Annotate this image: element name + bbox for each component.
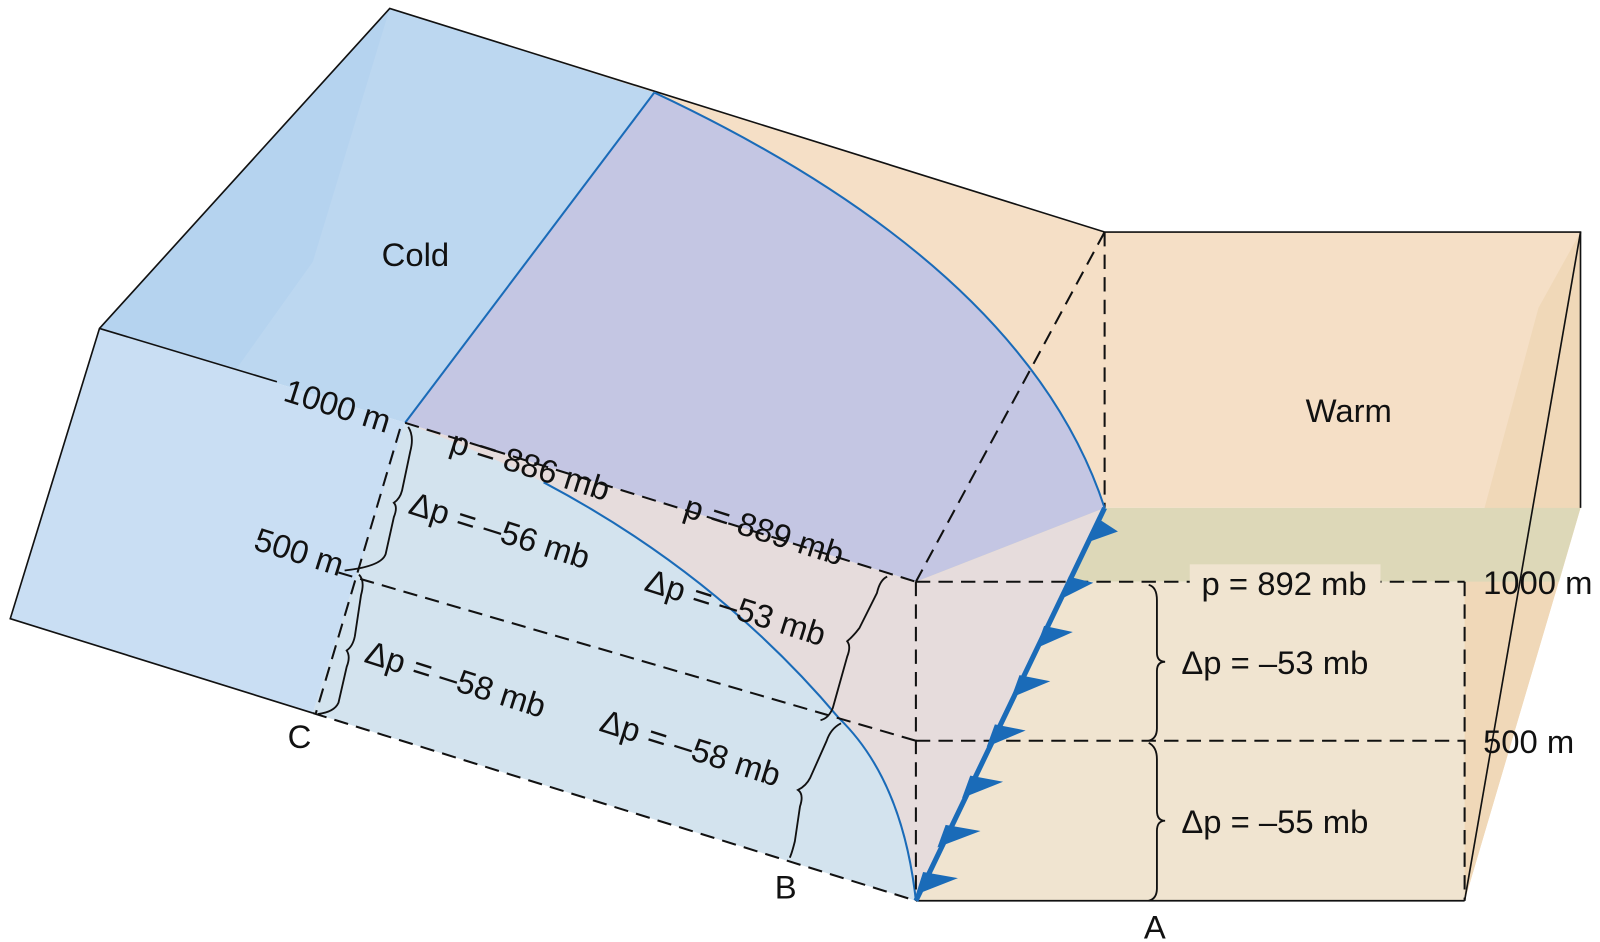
brace [820, 575, 888, 722]
warm-outline [1463, 231, 1582, 901]
cold-label: Cold [382, 236, 449, 273]
outline [99, 327, 278, 383]
point-a-label: A [1144, 909, 1166, 942]
front-curve-top [653, 91, 1106, 509]
front-curve-side [543, 481, 917, 901]
brace [1148, 741, 1166, 902]
brace [1148, 583, 1166, 742]
point-b-label: B [775, 869, 797, 906]
cold-left-face [10, 328, 406, 714]
cold-front-face [312, 422, 916, 901]
dp-a-upper-label: Δp = –53 mb [1181, 644, 1368, 681]
brace [344, 426, 413, 572]
dp-a-lower-label: Δp = –55 mb [1181, 803, 1368, 840]
warm-label: Warm [1306, 392, 1392, 429]
cold-inner-wall [99, 8, 390, 370]
right-500m-label: 500 m [1483, 723, 1574, 760]
front-surface-upper [405, 92, 1105, 582]
label-bg [1189, 564, 1381, 598]
brace [317, 573, 364, 715]
vertical-line-c [314, 428, 401, 714]
level-500-line [338, 571, 917, 742]
front-edge [404, 91, 656, 424]
right-1000m-label: 1000 m [1483, 564, 1592, 601]
pressure-a-label: p = 892 mb [1202, 565, 1367, 602]
brace [788, 722, 842, 859]
ground-line [312, 712, 917, 902]
front-surface-lower [405, 422, 1105, 901]
warm-right-lower [1464, 507, 1581, 901]
cold-front-triangles [915, 518, 1118, 895]
point-c-label: C [288, 718, 312, 755]
